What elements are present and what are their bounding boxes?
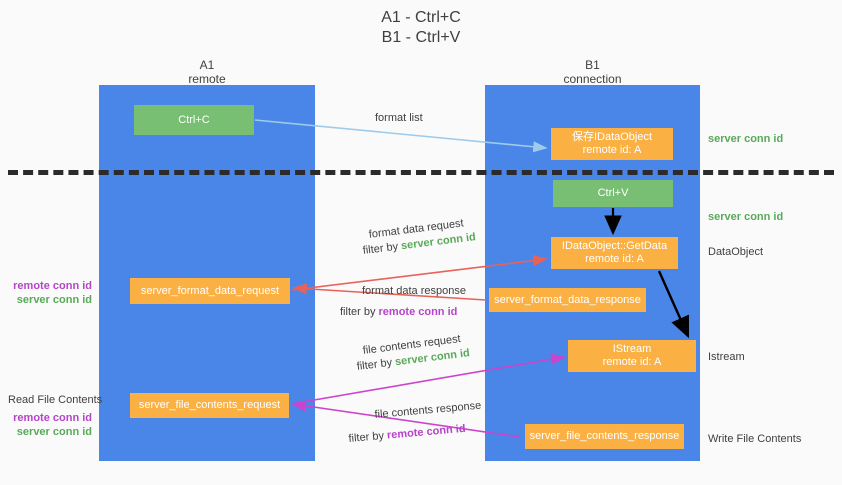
box-save-idataobject-line2: remote id: A xyxy=(582,144,642,156)
label-istream: Istream xyxy=(708,351,745,363)
box-server-format-data-request[interactable]: server_format_data_request xyxy=(130,278,290,304)
label-server-conn-id-left-1: server conn id xyxy=(16,294,92,306)
box-save-idataobject[interactable]: 保存IDataObject remote id: A xyxy=(551,128,673,160)
box-istream-line1: IStream xyxy=(612,343,652,355)
box-istream[interactable]: IStream remote id: A xyxy=(568,340,696,372)
box-server-file-contents-response-label: server_file_contents_response xyxy=(529,430,680,442)
filter-prefix-file-res: filter by xyxy=(348,429,388,445)
label-left-conn-ids-format: remote conn id server conn id xyxy=(10,279,92,307)
box-ctrl-v[interactable]: Ctrl+V xyxy=(553,180,673,207)
label-write-file-contents: Write File Contents xyxy=(708,433,802,445)
label-server-conn-id-left-2: server conn id xyxy=(16,426,92,438)
label-read-file-contents: Read File Contents xyxy=(8,394,103,406)
box-ctrl-v-label: Ctrl+V xyxy=(597,187,629,199)
box-idataobject-getdata[interactable]: IDataObject::GetData remote id: A xyxy=(551,237,678,269)
arrow-label-format-list: format list xyxy=(375,112,423,124)
filter-prefix-fmt-res: filter by xyxy=(340,306,379,318)
filter-value-fmt-res: remote conn id xyxy=(378,306,458,318)
box-save-idataobject-line1: 保存IDataObject xyxy=(571,131,653,143)
column-b1-role: connection xyxy=(563,72,622,86)
label-remote-conn-id-1: remote conn id xyxy=(13,280,92,292)
filter-prefix-file-req: filter by xyxy=(356,356,396,373)
column-a1-role: remote xyxy=(188,72,226,86)
box-getdata-line2: remote id: A xyxy=(585,253,644,265)
column-header-a1: A1 remote xyxy=(99,58,315,86)
box-ctrl-c-label: Ctrl+C xyxy=(178,113,210,126)
column-header-b1: B1 connection xyxy=(485,58,700,86)
filter-prefix-fmt-req: filter by xyxy=(362,240,402,257)
label-server-conn-id-second: server conn id xyxy=(708,211,784,223)
filter-value-file-res: remote conn id xyxy=(386,422,467,442)
box-server-format-data-response-label: server_format_data_response xyxy=(494,293,641,306)
box-istream-line2: remote id: A xyxy=(602,356,662,368)
box-getdata-line1: IDataObject::GetData xyxy=(561,240,668,252)
label-remote-conn-id-2: remote conn id xyxy=(13,412,92,424)
box-ctrl-c[interactable]: Ctrl+C xyxy=(134,105,254,135)
box-server-format-data-response[interactable]: server_format_data_response xyxy=(489,288,646,312)
title-line-2: B1 - Ctrl+V xyxy=(381,29,461,46)
label-server-conn-id-top: server conn id xyxy=(708,133,784,145)
label-dataobject: DataObject xyxy=(708,246,764,258)
arrow-label-format-data-response: format data response xyxy=(362,285,466,297)
diagram-title: A1 - Ctrl+C B1 - Ctrl+V xyxy=(0,8,842,48)
box-server-file-contents-request-label: server_file_contents_request xyxy=(138,399,281,411)
arrow-label-format-data-response-filter: filter by remote conn id xyxy=(340,305,457,319)
boundary-dashed-line xyxy=(8,170,834,175)
arrow-label-file-contents-response: file contents response xyxy=(374,399,482,421)
column-b1-name: B1 xyxy=(585,58,600,72)
label-left-conn-ids-file: remote conn id server conn id xyxy=(10,411,92,439)
arrow-label-file-contents-response-filter: filter by remote conn id xyxy=(348,422,466,446)
column-a1-name: A1 xyxy=(199,58,215,72)
box-server-file-contents-request[interactable]: server_file_contents_request xyxy=(130,393,289,418)
box-server-format-data-request-label: server_format_data_request xyxy=(140,284,280,297)
box-server-file-contents-response[interactable]: server_file_contents_response xyxy=(525,424,684,449)
title-line-1: A1 - Ctrl+C xyxy=(381,9,461,26)
